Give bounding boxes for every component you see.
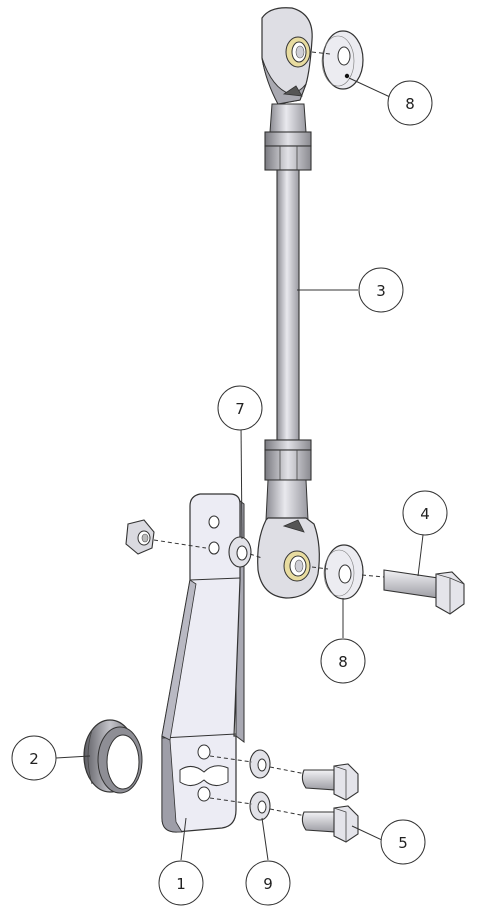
axis-line-washer-7 xyxy=(249,553,263,559)
callout-3: 3 xyxy=(358,267,404,313)
bolt-5-lower xyxy=(301,805,359,843)
washer-top xyxy=(321,30,364,90)
callout-label: 7 xyxy=(235,400,245,418)
callout-9: 9 xyxy=(245,860,291,906)
washer-7 xyxy=(228,536,252,568)
axis-line-rod-end xyxy=(311,566,329,570)
axis-line-5b xyxy=(269,808,307,817)
leader-4 xyxy=(417,534,424,577)
axis-line-9b xyxy=(209,797,253,805)
jam-nut-upper xyxy=(264,131,312,171)
axis-line-5a xyxy=(269,766,307,775)
axis-line-top xyxy=(311,51,331,55)
bolt-5-upper xyxy=(301,763,359,801)
washer-9-upper xyxy=(249,749,271,779)
callout-5: 5 xyxy=(380,819,426,865)
callout-8-top: 8 xyxy=(387,80,433,126)
callout-label: 1 xyxy=(176,875,186,893)
callout-label: 8 xyxy=(405,95,415,113)
washer-9-lower xyxy=(249,791,271,821)
hex-nut-left xyxy=(125,519,155,555)
leader-8a xyxy=(348,77,391,98)
callout-label: 3 xyxy=(376,282,386,300)
callout-8-lower: 8 xyxy=(320,638,366,684)
callout-2: 2 xyxy=(11,735,57,781)
bolt-4 xyxy=(383,569,465,615)
callout-label: 4 xyxy=(420,505,430,523)
leader-9 xyxy=(261,817,269,861)
callout-4: 4 xyxy=(402,490,448,536)
axis-line-nut xyxy=(153,539,207,549)
bracket xyxy=(161,493,245,833)
jam-nut-lower xyxy=(264,439,312,481)
bushing-ring xyxy=(83,719,143,794)
leader-1 xyxy=(180,817,187,861)
callout-1: 1 xyxy=(158,860,204,906)
lower-rod-end xyxy=(257,479,320,599)
callout-label: 9 xyxy=(263,875,273,893)
callout-7: 7 xyxy=(217,385,263,431)
callout-label: 5 xyxy=(398,834,408,852)
callout-label: 8 xyxy=(338,653,348,671)
upper-rod-end xyxy=(261,7,313,133)
leader-lines xyxy=(55,77,424,861)
leader-7 xyxy=(240,423,243,540)
axis-line-bolt-4 xyxy=(361,574,385,578)
threaded-rod xyxy=(276,169,300,441)
axis-line-9a xyxy=(209,755,253,763)
leader-5 xyxy=(351,825,383,841)
leader-2 xyxy=(55,755,91,759)
callout-label: 2 xyxy=(29,750,39,768)
washer-lower xyxy=(323,544,364,600)
